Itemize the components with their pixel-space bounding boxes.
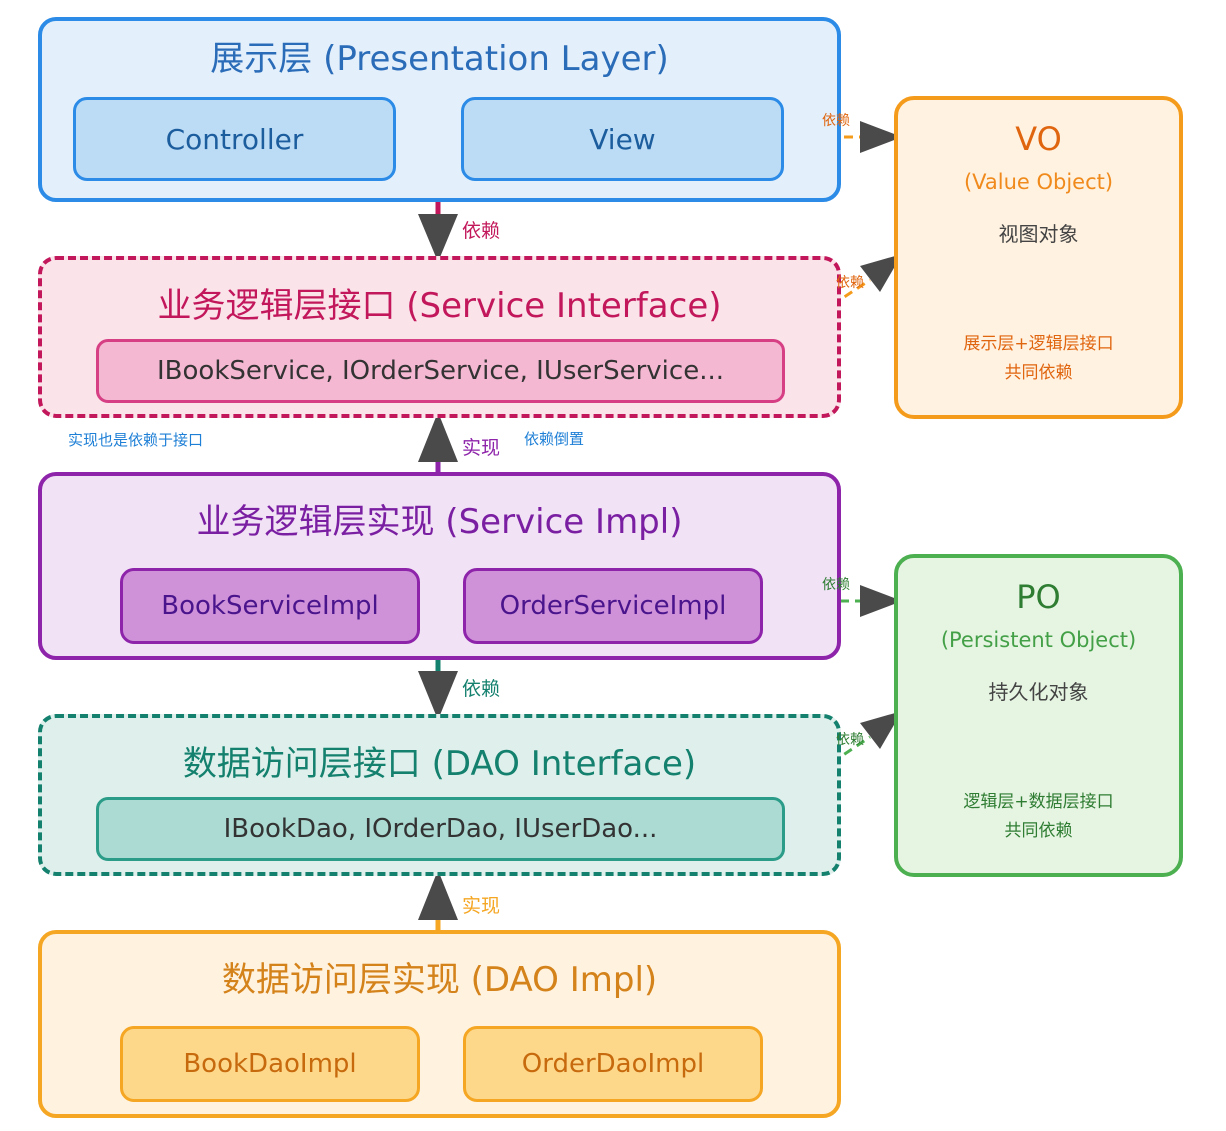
arrowhead-po-1 xyxy=(860,585,902,617)
service-interface-list: IBookService, IOrderService, IUserServic… xyxy=(96,339,785,403)
book-dao-impl-box: BookDaoImpl xyxy=(120,1026,420,1102)
presentation-layer-title: 展示层 (Presentation Layer) xyxy=(210,39,669,79)
label-depend-1: 依赖 xyxy=(462,220,501,242)
service-interface-title: 业务逻辑层接口 (Service Interface) xyxy=(157,286,722,326)
label-implement-1: 实现 xyxy=(462,437,501,459)
book-service-impl-box: BookServiceImpl xyxy=(120,568,420,644)
order-dao-impl-box: OrderDaoImpl xyxy=(463,1026,763,1102)
label-depend-view-vo: 依赖 xyxy=(822,113,850,129)
vo-note-line2: 共同依赖 xyxy=(1004,363,1073,383)
label-depend-service-vo: 依赖 xyxy=(836,275,864,291)
vo-chinese-name: 视图对象 xyxy=(998,222,1079,246)
arrowhead-up-1 xyxy=(418,412,458,462)
arrowhead-po-2 xyxy=(860,711,902,749)
note-impl-is-depend: 实现也是依赖于接口 xyxy=(68,431,204,449)
po-title: PO xyxy=(1016,578,1061,616)
arrowhead-down-1 xyxy=(418,214,458,262)
vo-title: VO xyxy=(1015,120,1062,158)
label-depend-2: 依赖 xyxy=(462,678,501,700)
label-depend-impl-po: 依赖 xyxy=(822,577,850,593)
dao-interface-title: 数据访问层接口 (DAO Interface) xyxy=(182,744,697,784)
arrowhead-vo-2 xyxy=(860,254,902,292)
vo-box: VO (Value Object) 视图对象 展示层+逻辑层接口 共同依赖 xyxy=(894,96,1183,419)
presentation-layer: 展示层 (Presentation Layer) Controller View xyxy=(38,17,841,202)
po-box: PO (Persistent Object) 持久化对象 逻辑层+数据层接口 共… xyxy=(894,554,1183,877)
label-depend-dao-po: 依赖 xyxy=(836,732,864,748)
dao-impl-layer: 数据访问层实现 (DAO Impl) BookDaoImpl OrderDaoI… xyxy=(38,930,841,1118)
service-impl-title: 业务逻辑层实现 (Service Impl) xyxy=(196,502,683,542)
vo-subtitle: (Value Object) xyxy=(963,170,1114,194)
po-chinese-name: 持久化对象 xyxy=(988,680,1089,704)
po-subtitle: (Persistent Object) xyxy=(940,628,1137,652)
po-note-line2: 共同依赖 xyxy=(1004,821,1073,841)
arrowhead-down-2 xyxy=(418,671,458,720)
dao-impl-title: 数据访问层实现 (DAO Impl) xyxy=(221,960,658,1000)
dao-interface-layer: 数据访问层接口 (DAO Interface) IBookDao, IOrder… xyxy=(38,714,841,876)
service-impl-layer: 业务逻辑层实现 (Service Impl) BookServiceImpl O… xyxy=(38,472,841,660)
arrowhead-up-2 xyxy=(418,870,458,920)
controller-box: Controller xyxy=(73,97,396,181)
arrowhead-vo-1 xyxy=(860,121,902,153)
view-box: View xyxy=(461,97,784,181)
note-dependency-inversion: 依赖倒置 xyxy=(524,430,585,448)
label-implement-2: 实现 xyxy=(462,895,501,917)
order-service-impl-box: OrderServiceImpl xyxy=(463,568,763,644)
dao-interface-list: IBookDao, IOrderDao, IUserDao... xyxy=(96,797,785,861)
po-note-line1: 逻辑层+数据层接口 xyxy=(963,792,1114,812)
vo-note-line1: 展示层+逻辑层接口 xyxy=(963,334,1114,354)
service-interface-layer: 业务逻辑层接口 (Service Interface) IBookService… xyxy=(38,256,841,418)
